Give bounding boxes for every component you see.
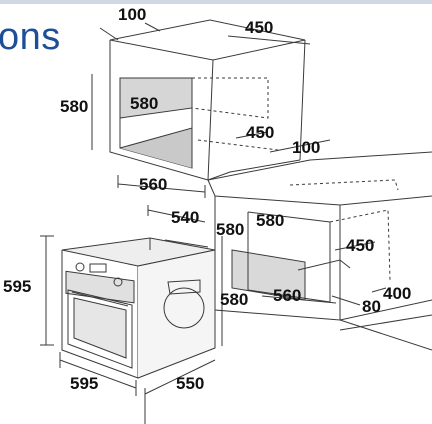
undercounter-top-edge <box>247 211 331 223</box>
label-oven-body-depth: 550 <box>176 374 204 393</box>
dim-line-undercounter-depth <box>334 241 376 251</box>
wall-cabinet-base <box>207 159 301 181</box>
label-wall-inner-depth: 450 <box>246 123 274 142</box>
wall-cabinet-top <box>109 19 306 61</box>
wall-hidden-shelf <box>197 139 279 151</box>
oven-top-vents <box>149 238 209 250</box>
label-wall-inner-width: 560 <box>139 175 167 194</box>
dim-line-wall-width <box>117 175 206 198</box>
label-oven-width: 595 <box>70 374 98 393</box>
oven-handle <box>71 291 129 307</box>
dim-line-undercounter-bottom <box>331 287 387 306</box>
wall-cutout-hidden <box>191 77 269 119</box>
label-oven-height: 595 <box>3 277 31 296</box>
floor-line-1 <box>339 299 432 321</box>
oven-knob-right <box>113 277 123 287</box>
label-oven-depth: 540 <box>171 208 199 227</box>
dim-line-oven-depth <box>147 205 206 223</box>
label-oven-cutout-side: 580 <box>216 220 244 239</box>
worktop-front-edge <box>207 179 432 206</box>
label-undercounter-width: 560 <box>273 286 301 305</box>
worktop-hidden <box>289 179 399 191</box>
label-wall-lower-clearance: 100 <box>292 138 320 157</box>
wall-cutout-floor <box>119 127 193 168</box>
oven-knob-left <box>75 262 85 272</box>
wall-cabinet-right-edge <box>299 39 306 161</box>
wall-cabinet-drawing <box>109 19 306 181</box>
oven-drawing <box>61 237 216 379</box>
dim-line-oven-body-depth <box>144 359 216 424</box>
oven-window <box>73 297 127 359</box>
dim-line-wall-depth <box>235 131 331 153</box>
dimension-lines <box>40 22 387 424</box>
label-wall-cutout-height: 580 <box>60 97 88 116</box>
dim-line-oven-width <box>59 352 137 396</box>
undercounter-ledge <box>297 259 351 271</box>
undercounter-drawing <box>207 151 432 351</box>
oven-fan-housing <box>163 287 205 329</box>
label-undercounter-bottom: 80 <box>362 297 381 316</box>
oven-side <box>137 249 216 379</box>
wall-cabinet-left-edge <box>109 40 209 181</box>
undercounter-hidden <box>329 209 391 281</box>
dim-line-undercounter-width <box>261 295 337 304</box>
label-cabinet-top-depth: 450 <box>245 18 273 37</box>
worktop-back-edge <box>207 151 432 181</box>
label-cabinet-top-width: 100 <box>118 5 146 24</box>
dim-line-oven-height <box>40 235 54 346</box>
top-rule <box>0 0 432 4</box>
label-undercounter-depth: 450 <box>346 236 374 255</box>
oven-door <box>67 289 133 369</box>
dim-line-top-depth <box>227 35 311 45</box>
dim-line-top-width <box>99 22 161 41</box>
oven-display <box>89 263 107 273</box>
wall-cabinet-front-edge <box>207 59 214 181</box>
oven-side-bracket <box>167 279 201 295</box>
label-undercounter-inner-height: 580 <box>256 211 284 230</box>
label-undercounter-plinth: 400 <box>383 284 411 303</box>
label-wall-inner-height: 580 <box>130 94 158 113</box>
page-title: ons <box>0 16 61 58</box>
floor-line-2 <box>339 314 432 331</box>
label-oven-body-height: 580 <box>220 290 248 309</box>
